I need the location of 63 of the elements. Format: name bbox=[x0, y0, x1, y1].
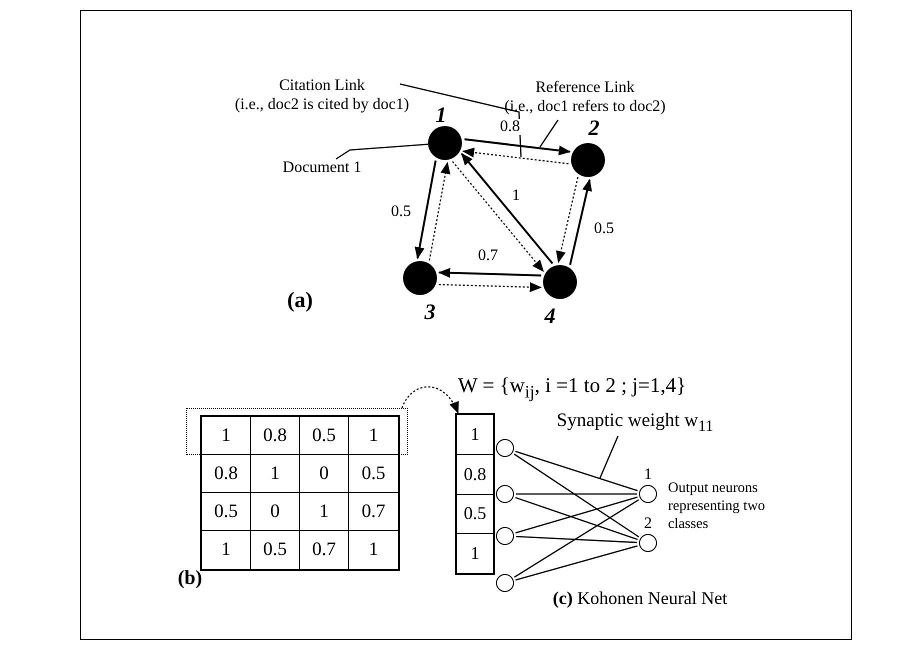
node-number: 3 bbox=[424, 301, 436, 323]
matrix-cell: 0 bbox=[251, 493, 300, 531]
leader-line bbox=[539, 120, 559, 148]
panel-label: (b) bbox=[178, 568, 202, 588]
row-highlight bbox=[186, 408, 408, 455]
matrix-cell: 0 bbox=[300, 455, 349, 493]
matrix-cell: 0.7 bbox=[300, 531, 349, 569]
arrow bbox=[401, 386, 459, 414]
weight-formula: W = {w$_{ij}$, i =1 to 2 ; j=1,4} bbox=[458, 375, 686, 401]
vector-cell-text: 1 bbox=[470, 542, 480, 566]
synapse-line bbox=[516, 493, 637, 495]
neuron-number: 1 bbox=[644, 467, 652, 483]
node-number: 2 bbox=[588, 117, 600, 139]
arrow bbox=[556, 177, 578, 264]
synapse-line bbox=[515, 496, 638, 534]
vector-cell: 0.5 bbox=[457, 494, 493, 534]
input-vector bbox=[455, 413, 495, 575]
node-number: 4 bbox=[544, 305, 556, 327]
arrow bbox=[428, 162, 450, 261]
callout-text: Citation Link bbox=[278, 76, 366, 96]
matrix-cell: 1 bbox=[300, 493, 349, 531]
arrow bbox=[438, 268, 542, 278]
neuron-number: 2 bbox=[644, 516, 652, 532]
matrix-cell-text: 1 bbox=[368, 538, 380, 562]
leader-line bbox=[599, 436, 619, 478]
callout-text: (i.e., doc2 is cited by doc1) bbox=[234, 95, 410, 114]
synapse-line bbox=[515, 496, 638, 540]
synapse-line bbox=[516, 536, 638, 544]
matrix-cell: 1 bbox=[251, 455, 300, 493]
matrix-cell: 0.8 bbox=[251, 417, 300, 455]
callout-text: (i.e., doc1 refers to doc2) bbox=[503, 97, 667, 116]
matrix-cell: 0.5 bbox=[300, 417, 349, 455]
callout-text: Synaptic weight w$_{11}$ bbox=[556, 410, 714, 437]
leader-line bbox=[400, 83, 522, 158]
arrow bbox=[462, 148, 568, 164]
synapse-line bbox=[515, 450, 638, 492]
vector-cell: 1 bbox=[457, 415, 493, 455]
arrow bbox=[464, 138, 571, 156]
matrix-cell: 0.8 bbox=[202, 455, 251, 493]
callout-text: Reference Link bbox=[534, 78, 636, 98]
output-note: Output neurons representing two classes bbox=[668, 479, 766, 534]
node-number: 1 bbox=[436, 104, 446, 126]
panel-caption: (c) Kohonen Neural Net bbox=[552, 589, 728, 607]
callout-text: Document 1 bbox=[282, 158, 362, 178]
matrix-cell: 0.7 bbox=[349, 493, 398, 531]
matrix-cell: 1 bbox=[349, 417, 398, 455]
matrix-cell: 1 bbox=[202, 417, 251, 455]
synapse-line bbox=[515, 545, 638, 581]
panel-label: (a) bbox=[287, 289, 313, 311]
arrow bbox=[569, 178, 592, 266]
leader-line bbox=[336, 144, 428, 160]
arrow bbox=[460, 153, 554, 264]
arrow bbox=[452, 161, 544, 272]
edge-label: 0.8 bbox=[499, 119, 521, 135]
matrix-cell: 0.5 bbox=[202, 493, 251, 531]
arrow bbox=[438, 282, 542, 292]
synapse-line bbox=[514, 499, 639, 578]
matrix-cell: 1 bbox=[202, 531, 251, 569]
arrow bbox=[414, 160, 437, 260]
matrix-cell: 0.5 bbox=[349, 455, 398, 493]
matrix-cell: 0.5 bbox=[251, 531, 300, 569]
synapse-line bbox=[514, 454, 640, 538]
vector-cell: 0.8 bbox=[457, 454, 493, 494]
